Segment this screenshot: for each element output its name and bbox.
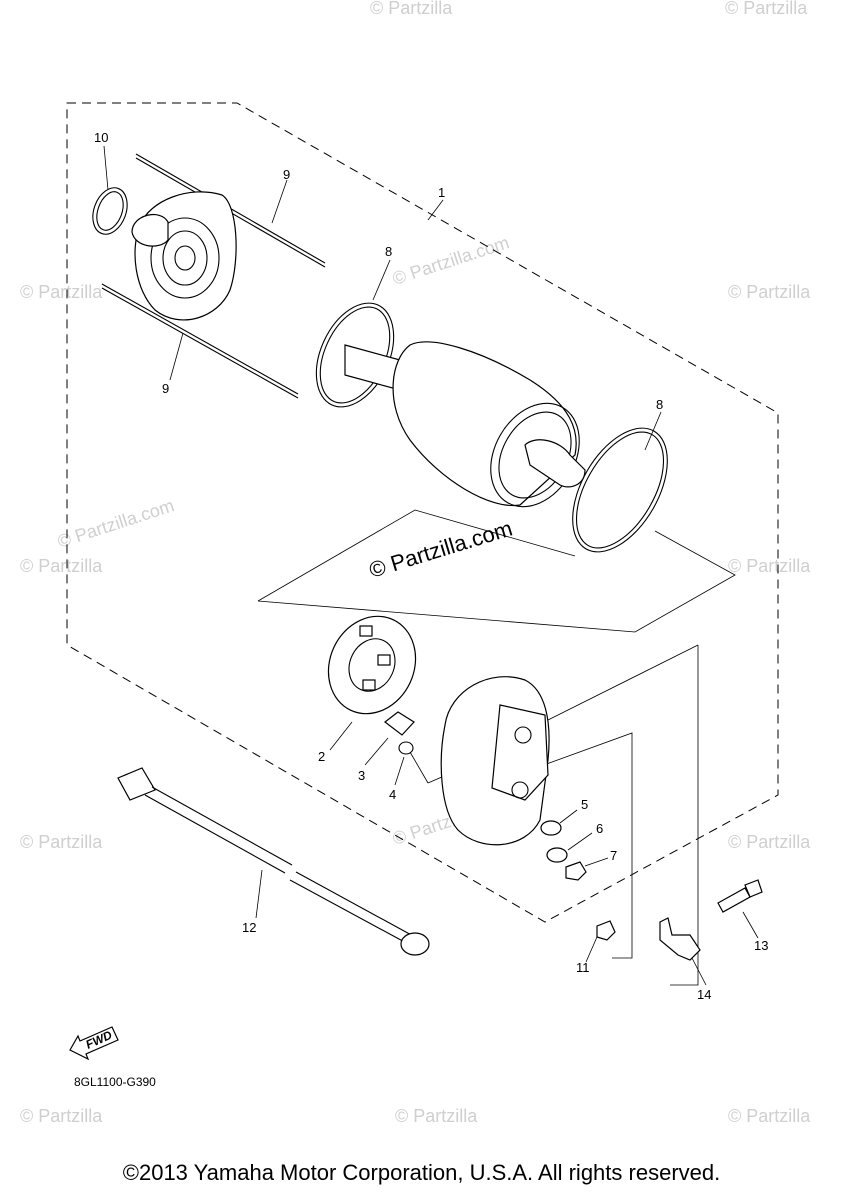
callout-12: 12: [242, 920, 256, 935]
rear-cover: [440, 676, 550, 846]
callout-14: 14: [697, 987, 711, 1002]
watermark: © Partzilla: [728, 832, 811, 852]
brush-holder: [327, 615, 417, 755]
fwd-arrow-icon: FWD: [69, 1026, 119, 1061]
callout-1: 1: [438, 185, 445, 200]
leader-lines: [103, 145, 759, 986]
callout-5: 5: [581, 797, 588, 812]
watermark: © Partzilla: [20, 556, 103, 576]
watermark: © Partzilla.com: [55, 495, 177, 552]
callout-6: 6: [596, 821, 603, 836]
callout-9: 9: [162, 381, 169, 396]
watermark: © Partzilla: [728, 556, 811, 576]
callout-7: 7: [610, 848, 617, 863]
callout-8: 8: [385, 244, 392, 259]
bracket: [659, 879, 763, 961]
copyright-notice: ©2013 Yamaha Motor Corporation, U.S.A. A…: [122, 1160, 721, 1185]
watermark: © Partzilla: [20, 1106, 103, 1126]
assembly-outline: [66, 102, 779, 923]
callout-11: 11: [576, 960, 590, 975]
callout-13: 13: [754, 938, 768, 953]
callout-10: 10: [94, 130, 108, 145]
motor-yoke: [315, 302, 668, 553]
front-cover: [92, 153, 326, 399]
diagram-code: 8GL1100-G390: [74, 1075, 156, 1089]
watermark: © Partzilla.com: [390, 232, 512, 289]
watermark: © Partzilla: [395, 1106, 478, 1126]
callout-9: 9: [283, 167, 290, 182]
watermark: © Partzilla: [370, 0, 453, 18]
watermark: © Partzilla: [725, 0, 808, 18]
callout-2: 2: [318, 749, 325, 764]
watermark: © Partzilla: [728, 1106, 811, 1126]
callout-8: 8: [656, 397, 663, 412]
watermark: © Partzilla: [20, 832, 103, 852]
lead-wire: [117, 767, 430, 956]
watermark: © Partzilla: [20, 282, 103, 302]
watermark: © Partzilla: [728, 282, 811, 302]
callout-labels: 1 2 3 4 5 6 7 8 8 9 9 10 11 12 13 14: [94, 130, 768, 1002]
hardware: [540, 820, 616, 941]
guide-lines: [257, 509, 736, 986]
callout-4: 4: [389, 787, 396, 802]
callout-3: 3: [358, 768, 365, 783]
